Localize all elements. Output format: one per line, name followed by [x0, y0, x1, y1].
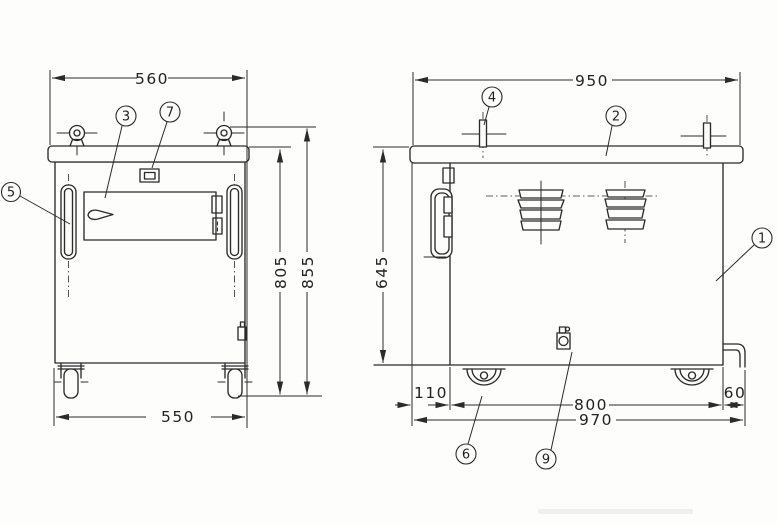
dim-label-110: 110: [414, 384, 448, 402]
scan-artifact: [538, 509, 693, 514]
dim-label-805: 805: [272, 255, 290, 289]
side-view: 950 645 110 800 60 970: [373, 72, 773, 470]
cable-hook: [722, 343, 746, 368]
dim-label-60: 60: [724, 384, 747, 402]
handle-side-profile: [423, 167, 455, 259]
caster-front-right: [217, 362, 253, 399]
callout-9-number: 9: [542, 453, 550, 468]
callout-4: 4: [481, 86, 503, 126]
caster-side-left: [462, 368, 506, 386]
callout-3: 3: [104, 105, 137, 199]
caster-front-left: [53, 362, 89, 399]
eye-bolt-left: [56, 124, 98, 156]
callout-2: 2: [605, 105, 627, 157]
cabinet-lid-side: [409, 145, 744, 164]
grab-handle-right: [226, 174, 243, 300]
dim-label-645: 645: [373, 255, 391, 289]
callout-1: 1: [715, 227, 773, 282]
vent-louvers: [486, 180, 658, 245]
callout-9: 9: [535, 351, 573, 470]
callout-6-number: 6: [462, 448, 470, 463]
eye-bolt-right: [203, 111, 245, 156]
dim-label-800: 800: [574, 396, 608, 414]
dim-label-560: 560: [135, 70, 169, 88]
dimension-side-width-top: 950: [412, 72, 741, 145]
callout-5-number: 5: [7, 186, 15, 201]
panel-hinge-bottom: [212, 217, 223, 235]
lid-bolt-left: [461, 112, 507, 158]
access-panel: [83, 191, 223, 241]
indicator-lamp: [139, 168, 160, 183]
dim-label-550: 550: [161, 408, 195, 426]
panel-hinge-top: [211, 195, 223, 214]
callout-3-number: 3: [122, 110, 130, 125]
dimension-side-bottom: 110 800 60 970: [395, 163, 746, 429]
callout-5: 5: [0, 181, 71, 225]
lid-bolt-right: [680, 115, 727, 156]
callout-2-number: 2: [612, 110, 620, 125]
callout-6: 6: [455, 395, 483, 465]
cabinet-lid-front: [47, 145, 250, 163]
caster-side-right: [670, 368, 714, 386]
callout-7-number: 7: [166, 106, 174, 121]
callout-1-number: 1: [758, 232, 766, 247]
grab-handle-left: [60, 174, 77, 300]
dim-label-950: 950: [575, 72, 609, 90]
dimension-side-height: 645: [373, 146, 409, 363]
dimension-front-width-top: 560: [49, 70, 248, 428]
side-latch: [237, 321, 247, 341]
callout-4-number: 4: [488, 91, 496, 106]
dimension-front-width-bottom: 550: [53, 368, 245, 426]
dim-label-970: 970: [579, 411, 613, 429]
drain-plug: [556, 326, 571, 350]
dimension-front-heights: 805 855: [230, 126, 322, 397]
front-view: 560 550 805 855 5: [0, 70, 322, 428]
dim-label-855: 855: [299, 255, 317, 289]
cabinet-body-side: [449, 162, 724, 366]
panel-handle: [87, 209, 114, 221]
callout-7: 7: [151, 101, 181, 169]
